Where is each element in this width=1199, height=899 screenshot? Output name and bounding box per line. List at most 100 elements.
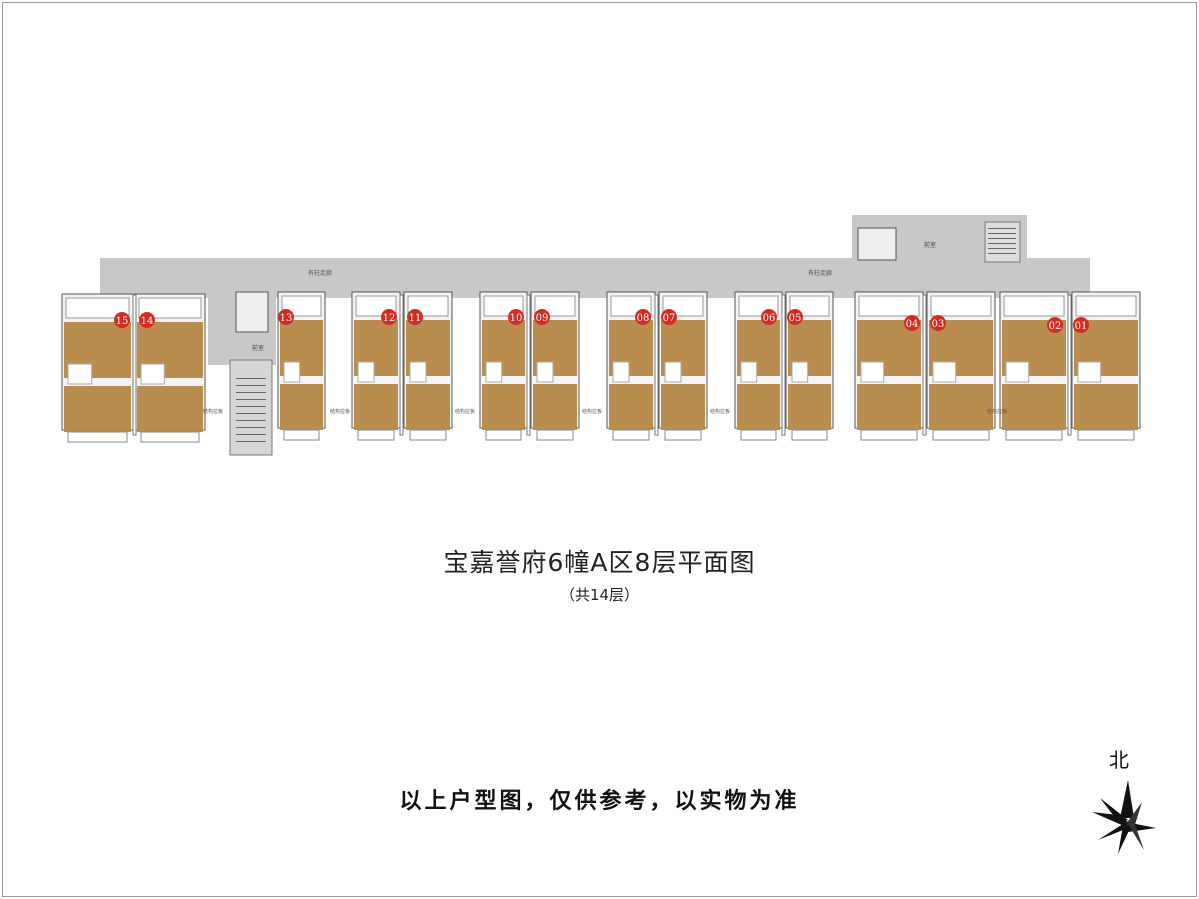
unit-number: 01 bbox=[1075, 321, 1088, 332]
unit-number: 07 bbox=[663, 313, 676, 324]
unit-balcony bbox=[932, 429, 990, 441]
slab-label: 结构拉板 bbox=[987, 408, 1007, 415]
slab-label: 结构拉板 bbox=[203, 408, 223, 415]
unit-bathroom bbox=[860, 361, 885, 383]
unit-badge bbox=[381, 309, 397, 325]
unit-bathroom bbox=[1077, 361, 1102, 383]
unit-kitchen bbox=[858, 295, 920, 317]
party-wall bbox=[1067, 294, 1072, 436]
unit-badge bbox=[407, 309, 423, 325]
unit-bedroom bbox=[533, 384, 577, 430]
stair-step bbox=[236, 441, 266, 442]
unit-balcony bbox=[140, 431, 200, 443]
corridor-label: 有柱走廊 bbox=[308, 269, 332, 277]
party-wall bbox=[526, 294, 531, 436]
stair-step bbox=[236, 427, 266, 428]
unit-badge bbox=[904, 315, 920, 331]
unit-kitchen bbox=[1003, 295, 1065, 317]
unit-balcony bbox=[791, 429, 828, 441]
unit-balcony bbox=[664, 429, 702, 441]
stair-step bbox=[988, 233, 1016, 234]
unit-kitchen bbox=[1075, 295, 1137, 317]
unit-badge bbox=[635, 309, 651, 325]
disclaimer: 以上户型图，仅供参考，以实物为准 bbox=[399, 789, 800, 814]
unit-balcony bbox=[409, 429, 447, 441]
unit-number: 11 bbox=[409, 313, 422, 324]
unit-bedroom bbox=[788, 384, 831, 430]
stair-step bbox=[988, 253, 1016, 254]
unit-bathroom bbox=[664, 361, 682, 383]
stair-step bbox=[236, 434, 266, 435]
elevator-north bbox=[857, 227, 897, 261]
unit-kitchen bbox=[65, 297, 130, 319]
unit-badge bbox=[761, 309, 777, 325]
plan-subtitle: （共14层） bbox=[559, 586, 640, 604]
unit-bathroom bbox=[485, 361, 503, 383]
lobby-label: 前室 bbox=[252, 344, 264, 352]
north-label: 北 bbox=[1109, 748, 1129, 772]
unit-number: 08 bbox=[637, 313, 650, 324]
unit-number: 05 bbox=[789, 313, 802, 324]
unit-kitchen bbox=[930, 295, 992, 317]
unit-bathroom bbox=[612, 361, 630, 383]
unit-balcony bbox=[860, 429, 918, 441]
stair-step bbox=[236, 413, 266, 414]
stair-step bbox=[988, 228, 1016, 229]
unit-badge bbox=[661, 309, 677, 325]
unit-bathroom bbox=[283, 361, 301, 383]
unit-badge bbox=[787, 309, 803, 325]
unit-badge bbox=[930, 315, 946, 331]
unit-kitchen bbox=[138, 297, 202, 319]
lobby-label: 前室 bbox=[924, 241, 936, 249]
party-wall bbox=[922, 294, 927, 436]
unit-badge bbox=[1073, 317, 1089, 333]
stair-step bbox=[236, 378, 266, 379]
party-wall bbox=[654, 294, 659, 436]
stair-step bbox=[236, 392, 266, 393]
unit-bedroom bbox=[857, 384, 921, 430]
unit-bathroom bbox=[1005, 361, 1030, 383]
unit-badge bbox=[114, 312, 130, 328]
unit-bedroom bbox=[482, 384, 525, 430]
unit-number: 12 bbox=[383, 313, 396, 324]
unit-kitchen bbox=[281, 295, 322, 317]
unit-badge bbox=[534, 309, 550, 325]
slab-label: 结构拉板 bbox=[455, 408, 475, 415]
unit-bathroom bbox=[791, 361, 809, 383]
stair-step bbox=[236, 399, 266, 400]
stair-step bbox=[236, 385, 266, 386]
unit-bedroom bbox=[1002, 384, 1066, 430]
stair-step bbox=[988, 243, 1016, 244]
unit-number: 13 bbox=[280, 313, 293, 324]
unit-balcony bbox=[612, 429, 650, 441]
party-wall bbox=[781, 294, 786, 436]
unit-number: 10 bbox=[510, 313, 523, 324]
unit-bedroom bbox=[737, 384, 780, 430]
unit-balcony bbox=[485, 429, 522, 441]
unit-bedroom bbox=[406, 384, 450, 430]
unit-number: 15 bbox=[116, 316, 129, 327]
unit-number: 02 bbox=[1049, 321, 1062, 332]
unit-bedroom bbox=[280, 384, 323, 430]
unit-bedroom bbox=[137, 386, 203, 432]
slab-label: 结构拉板 bbox=[330, 408, 350, 415]
compass-icon bbox=[1092, 780, 1156, 854]
unit-number: 03 bbox=[932, 319, 945, 330]
unit-bathroom bbox=[932, 361, 957, 383]
party-wall bbox=[132, 294, 137, 436]
unit-bathroom bbox=[409, 361, 427, 383]
stair-step bbox=[988, 238, 1016, 239]
unit-badge bbox=[508, 309, 524, 325]
stair-step bbox=[988, 248, 1016, 249]
slab-label: 结构拉板 bbox=[582, 408, 602, 415]
unit-bathroom bbox=[536, 361, 554, 383]
unit-balcony bbox=[740, 429, 777, 441]
stair-step bbox=[236, 406, 266, 407]
party-wall bbox=[399, 294, 404, 436]
unit-bathroom bbox=[140, 363, 165, 385]
unit-number: 09 bbox=[536, 313, 549, 324]
unit-badge bbox=[139, 312, 155, 328]
unit-bedroom bbox=[354, 384, 398, 430]
